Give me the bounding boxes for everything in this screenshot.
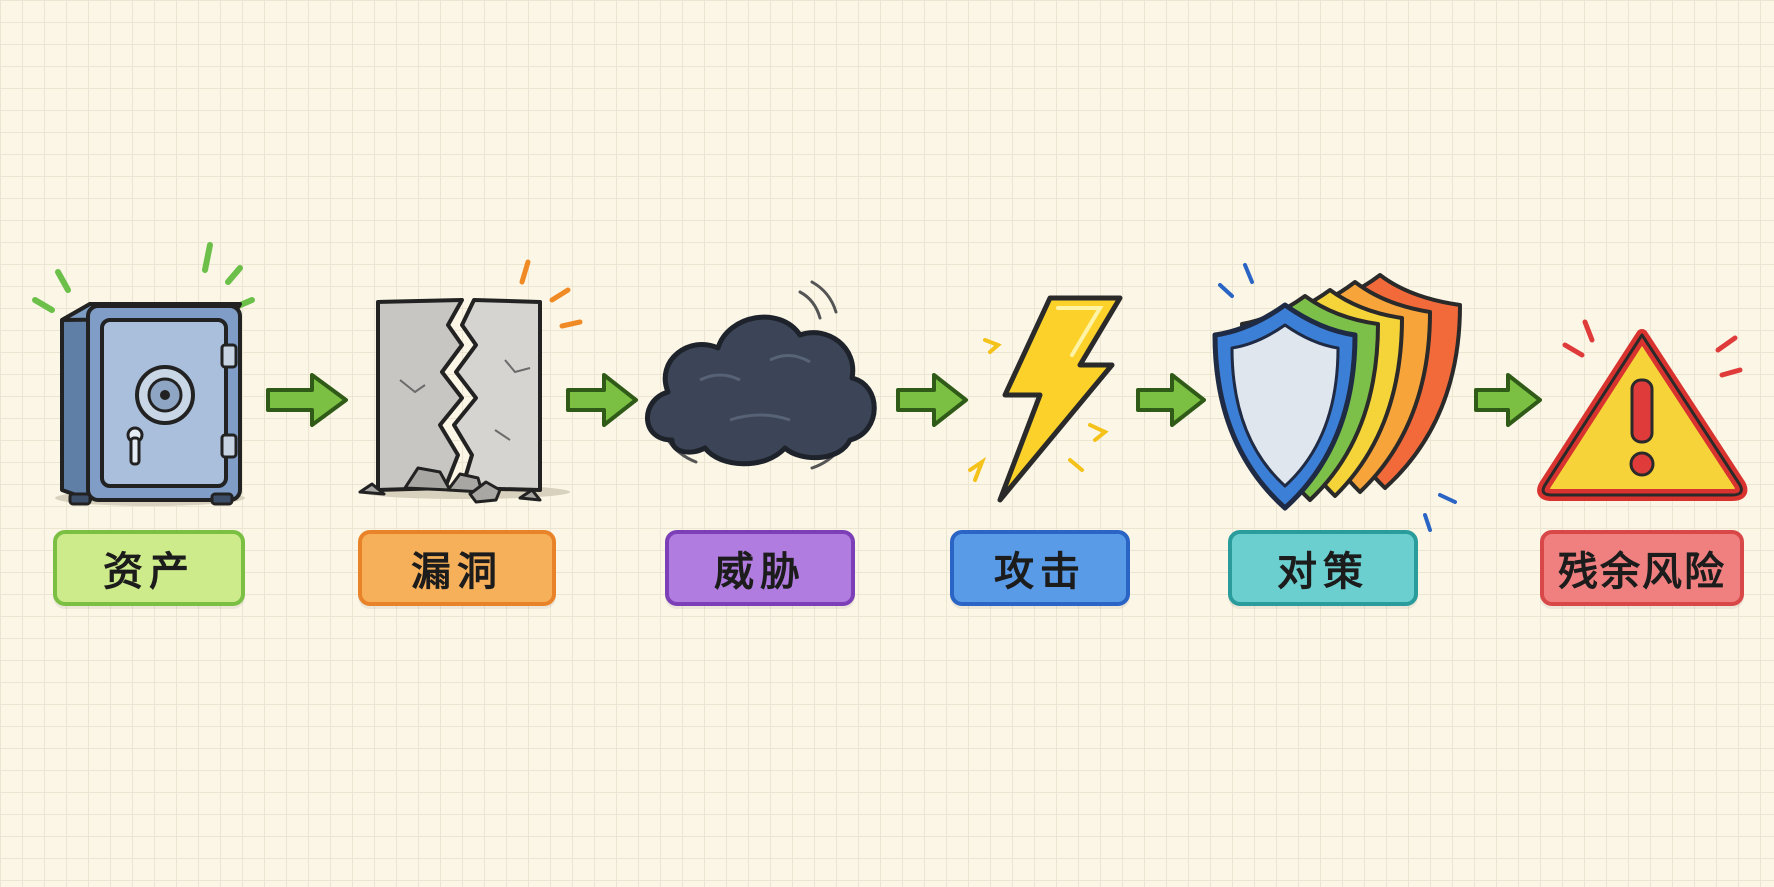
warning-triangle-icon xyxy=(1537,319,1748,501)
label-threat: 威胁 xyxy=(665,530,855,606)
lightning-bolt-icon xyxy=(968,295,1123,503)
arrow-right-icon xyxy=(1474,373,1542,427)
label-attack: 攻击 xyxy=(950,530,1130,606)
arrow-right-icon xyxy=(266,373,348,427)
label-countermeasure: 对策 xyxy=(1228,530,1418,606)
label-residual-risk: 残余风险 xyxy=(1540,530,1744,606)
arrow-right-icon xyxy=(896,373,968,427)
label-asset: 资产 xyxy=(53,530,245,606)
cracked-wall-icon xyxy=(358,259,583,504)
arrow-right-icon xyxy=(566,373,638,427)
label-vulnerability: 漏洞 xyxy=(358,530,556,606)
safe-icon xyxy=(32,242,255,506)
layered-shields-icon xyxy=(1212,263,1462,532)
storm-cloud-icon xyxy=(645,280,877,470)
arrow-right-icon xyxy=(1136,373,1206,427)
